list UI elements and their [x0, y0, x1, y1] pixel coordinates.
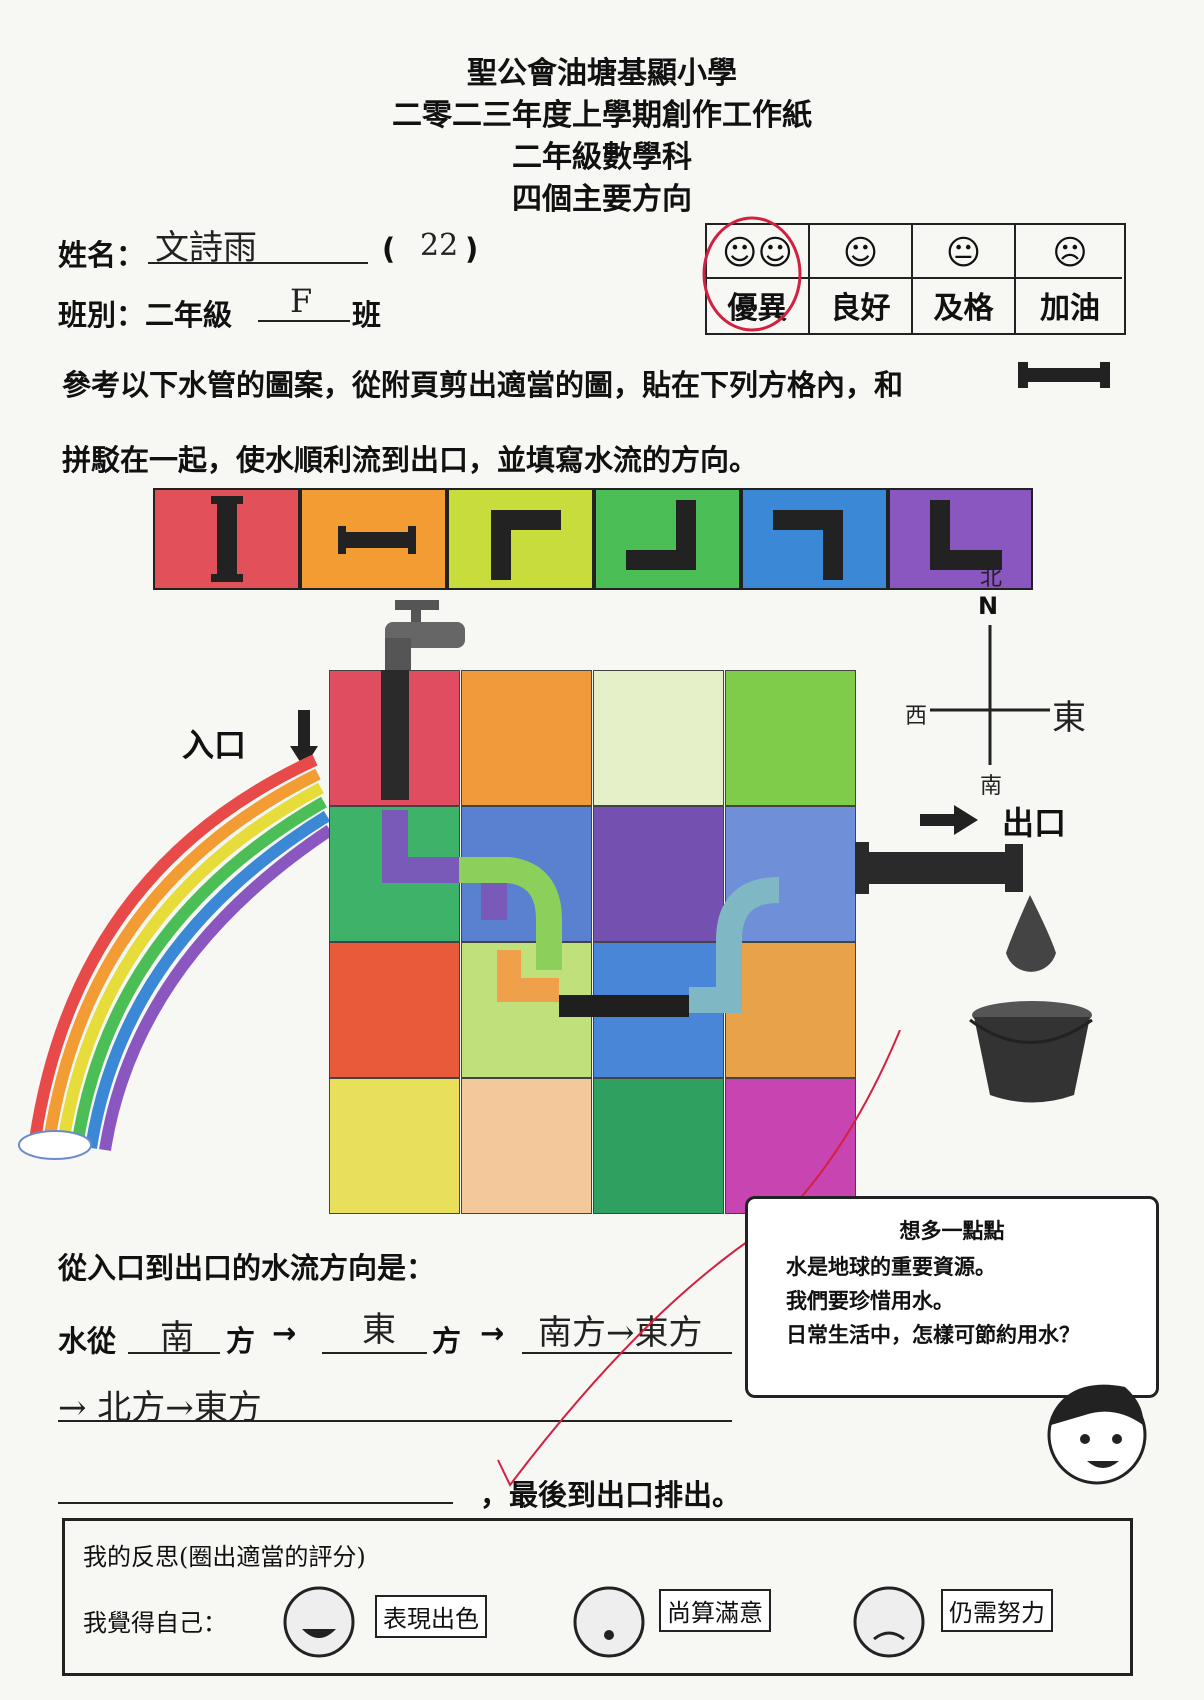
question-ending: ，最後到出口排出。: [480, 1478, 742, 1512]
straight-pipe-icon: [1018, 362, 1110, 388]
think-more-title: 想多一點點: [899, 1219, 1005, 1243]
grid-cell: [725, 670, 856, 806]
answer-blank-2[interactable]: 東: [362, 1310, 396, 1350]
double-smile-icon: ☺☺: [722, 233, 793, 273]
bucket-drawing: [969, 895, 1093, 1103]
grid-cell: [593, 1078, 724, 1214]
grid-cell: [329, 942, 460, 1078]
vertical-pipe-icon: [211, 496, 243, 582]
pipe-grid: [329, 670, 859, 1215]
outlet-pipe-icon: [855, 842, 1023, 894]
arrow-1: →: [272, 1316, 297, 1350]
horizontal-pipe-icon: [338, 526, 416, 554]
smile-icon: ☺: [842, 233, 879, 273]
name-label: 姓名：: [58, 238, 146, 272]
topic-title: 四個主要方向: [512, 182, 692, 217]
pipe-piece-elbow-sw: [741, 488, 888, 590]
faucet-icon: [385, 600, 465, 672]
question-prompt: 從入口到出口的水流方向是：: [58, 1251, 436, 1285]
grade-table-divider: [705, 277, 1122, 279]
thinking-face-icon: [573, 1586, 645, 1658]
boy-illustration: [1047, 1384, 1147, 1485]
entry-label: 入口: [182, 726, 247, 764]
compass-cross: [930, 625, 1050, 765]
answer-line-2: [322, 1352, 427, 1354]
grid-cell: [725, 806, 856, 942]
option-excellent[interactable]: 表現出色: [375, 1595, 487, 1638]
pipe-piece-elbow-nw: [594, 488, 741, 590]
answer-line-1: [128, 1352, 220, 1354]
direction-unit: 方: [226, 1324, 256, 1358]
compass-east: 東: [1052, 698, 1086, 738]
direction-unit: 方: [432, 1324, 462, 1358]
worksheet-title: 二零二三年度上學期創作工作紙: [392, 98, 812, 133]
pipe-piece-elbow-ne: [888, 488, 1033, 590]
grade-circle-mark: [702, 216, 802, 332]
number-open-paren: (: [382, 232, 396, 266]
reflection-box: 我的反思(圈出適當的評分) 我覺得自己： 表現出色 尚算滿意 仍需努力: [62, 1518, 1133, 1676]
compass-west: 西: [905, 704, 928, 729]
class-underline: [258, 320, 350, 322]
think-more-line: 日常生活中，怎樣可節約用水？: [786, 1323, 1080, 1347]
self-label: 我覺得自己：: [83, 1609, 227, 1637]
elbow-pipe-icon: [930, 500, 1002, 570]
arrow-2: →: [480, 1316, 505, 1350]
reflection-title: 我的反思(圈出適當的評分): [83, 1543, 366, 1571]
pipe-piece-elbow-se: [447, 488, 594, 590]
class-label: 班別：二年級: [58, 298, 233, 332]
answer-line-5: [58, 1502, 453, 1504]
name-underline: [148, 262, 368, 264]
elbow-pipe-icon: [491, 510, 561, 580]
grid-cell: [461, 670, 592, 806]
exit-label: 出口: [1002, 804, 1067, 842]
subject-title: 二年級數學科: [512, 140, 692, 175]
grade-label: 加油: [1040, 291, 1100, 326]
instruction-line-1: 參考以下水管的圖案，從附頁剪出適當的圖，貼在下列方格內，和: [62, 368, 904, 402]
think-more-box: 想多一點點 水是地球的重要資源。 我們要珍惜用水。 日常生活中，怎樣可節約用水？: [745, 1196, 1159, 1398]
class-suffix: 班: [352, 298, 382, 332]
number-close-paren: ): [465, 232, 479, 266]
school-name: 聖公會油塘基顯小學: [467, 56, 737, 91]
student-class[interactable]: F: [290, 282, 313, 320]
answer-line-4: [58, 1420, 732, 1422]
right-arrow-icon: [920, 805, 978, 835]
grade-label: 及格: [933, 291, 994, 326]
pipe-route-drawing: [381, 670, 780, 1017]
pipe-piece-horizontal: [300, 488, 447, 590]
think-more-line: 水是地球的重要資源。: [786, 1255, 996, 1279]
student-number[interactable]: 22: [420, 228, 459, 263]
down-arrow-icon: [290, 710, 318, 768]
grid-cell: [593, 670, 724, 806]
answer-line-3: [522, 1352, 732, 1354]
elbow-pipe-icon: [626, 500, 696, 570]
compass-north: 北: [980, 566, 1003, 591]
instruction-line-2: 拼駁在一起，使水順利流到出口，並填寫水流的方向。: [62, 443, 759, 477]
elbow-pipe-icon: [773, 510, 843, 580]
student-name[interactable]: 文詩雨: [155, 228, 257, 268]
option-satisfactory[interactable]: 尚算滿意: [659, 1589, 771, 1632]
option-needs-effort[interactable]: 仍需努力: [941, 1589, 1053, 1632]
grade-label: 良好: [830, 291, 891, 326]
grade-cell-good[interactable]: ☺ 良好: [808, 223, 913, 335]
grid-cell: [725, 1078, 856, 1214]
compass-north-letter: N: [978, 592, 999, 620]
grade-cell-try-harder[interactable]: ☹ 加油: [1014, 223, 1126, 335]
grade-cell-pass[interactable]: 😐 及格: [911, 223, 1016, 335]
answer-blank-3[interactable]: 南方→東方: [538, 1313, 703, 1353]
pipe-piece-vertical: [153, 488, 300, 590]
happy-face-icon: [283, 1586, 355, 1658]
answer-blank-1[interactable]: 南: [160, 1318, 194, 1358]
think-more-line: 我們要珍惜用水。: [786, 1289, 954, 1313]
compass-south: 南: [980, 774, 1003, 799]
grid-cell: [329, 1078, 460, 1214]
rainbow-drawing: [18, 754, 334, 1160]
grid-cell: [593, 806, 724, 942]
neutral-face-icon: 😐: [945, 233, 982, 273]
water-from-label: 水從: [58, 1324, 117, 1358]
frown-icon: ☹: [1052, 233, 1088, 273]
grid-cell: [461, 1078, 592, 1214]
worried-face-icon: [853, 1586, 925, 1658]
